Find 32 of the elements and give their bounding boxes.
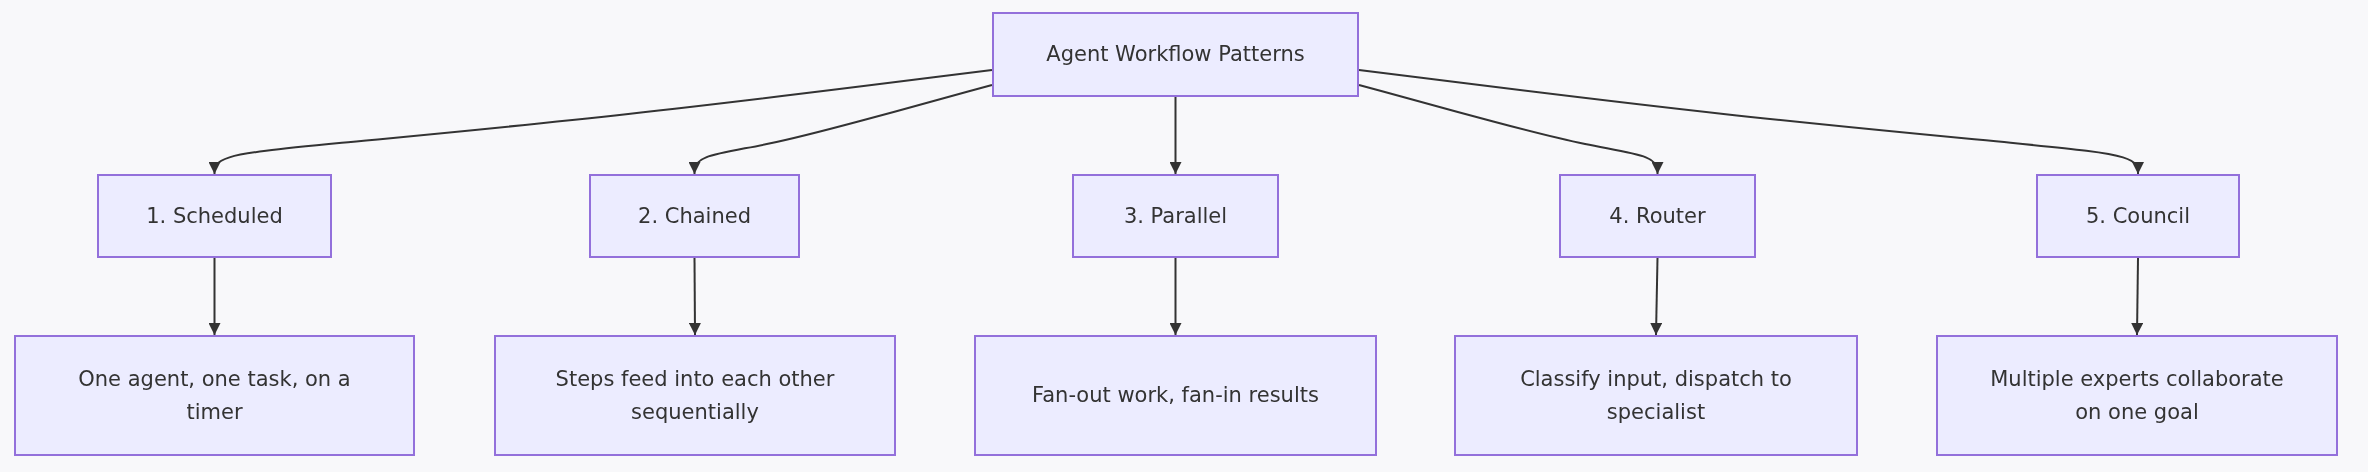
node-label: 2. Chained [638, 202, 751, 230]
process-box [1936, 335, 2338, 456]
process-box [1559, 174, 1756, 258]
process-box [14, 335, 415, 456]
process-box [974, 335, 1377, 456]
process-box [589, 174, 800, 258]
node-label: Steps feed into each other sequentially [554, 365, 836, 426]
process-box [1072, 174, 1279, 258]
arrow [688, 257, 701, 336]
arrow [1358, 69, 2144, 175]
arrow [208, 69, 993, 175]
arrow [1169, 257, 1182, 336]
node-label: 4. Router [1609, 202, 1706, 230]
arrow [208, 257, 221, 336]
node-label: 1. Scheduled [146, 202, 283, 230]
arrow [1169, 96, 1182, 175]
process-box [1454, 335, 1858, 456]
process-box [494, 335, 896, 456]
arrow [1358, 84, 1664, 175]
arrow [2131, 257, 2144, 336]
arrow [1650, 257, 1663, 336]
node-label: 3. Parallel [1123, 202, 1228, 230]
node-label: Agent Workflow Patterns [1046, 41, 1305, 69]
node-label: One agent, one task, on a timer [77, 365, 352, 426]
process-box [97, 174, 332, 258]
node-label: Classify input, dispatch to specialist [1519, 365, 1793, 426]
process-box [2036, 174, 2240, 258]
node-label: Multiple experts collaborate on one goal [1989, 365, 2285, 426]
node-label: Fan-out work, fan-in results [1031, 382, 1320, 410]
process-box [992, 12, 1359, 97]
arrow [688, 84, 993, 175]
node-label: 5. Council [2085, 202, 2191, 230]
